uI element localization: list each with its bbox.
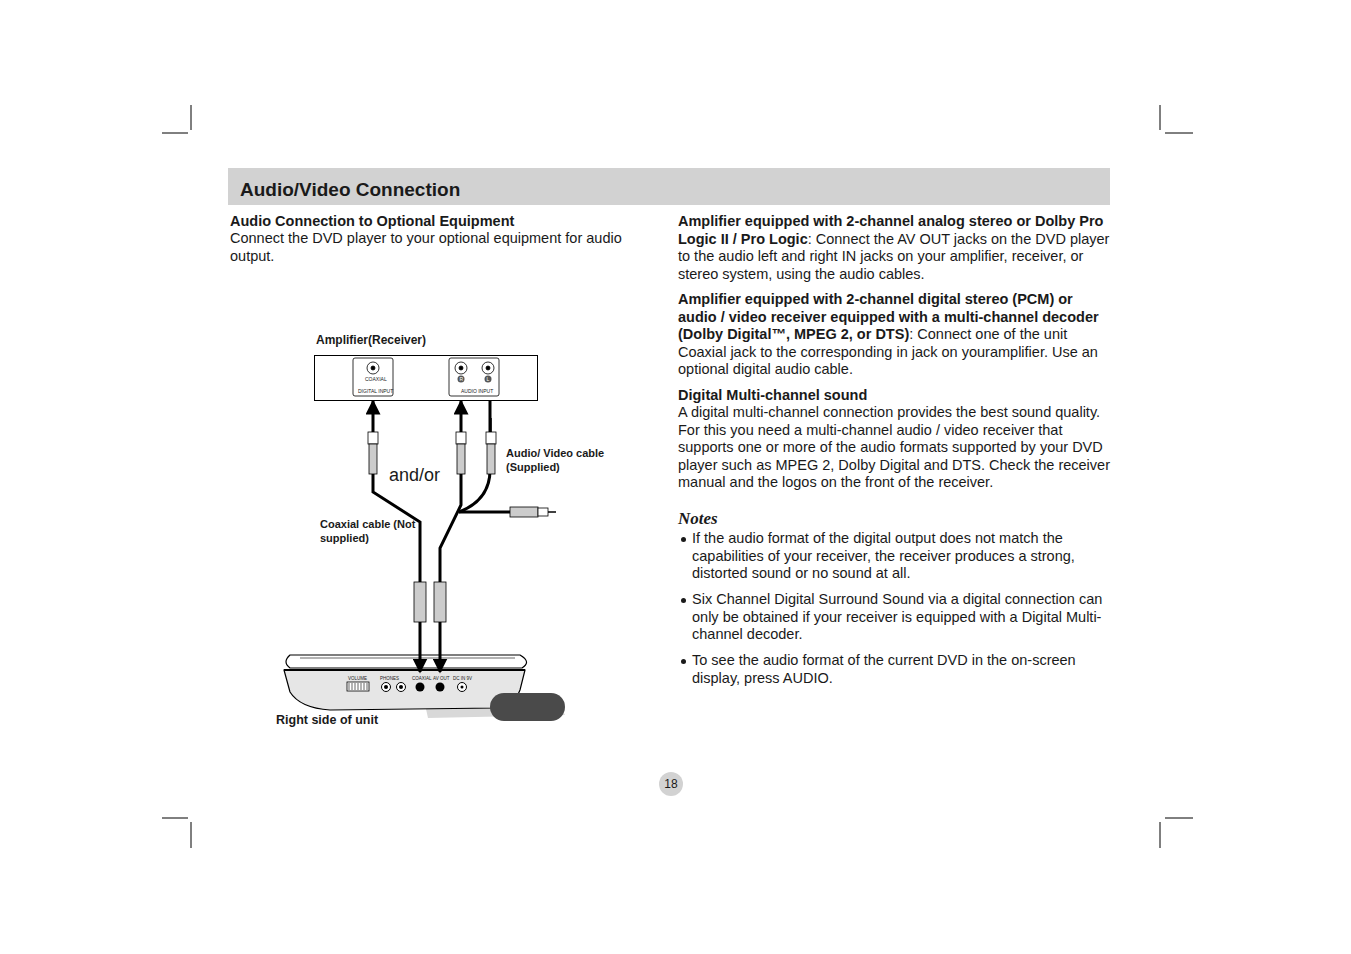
cable-label: Audio/ Video cable (Supplied) [506, 446, 616, 474]
dvd-unit-area: Right side of unit [276, 672, 566, 728]
body-text: Connect the DVD player to your optional … [230, 230, 630, 265]
amplifier-jacks [353, 358, 499, 396]
page-badge [659, 772, 683, 796]
jack-label: DC IN 9V [453, 676, 472, 681]
jack-label: L [487, 376, 490, 382]
jack-label: DIGITAL INPUT [358, 388, 393, 394]
node-heading: Amplifier(Receiver) [316, 332, 426, 348]
note-text: To see the audio format of the current D… [692, 652, 1110, 687]
bullet-dot [681, 598, 686, 603]
section-heading: Audio Connection to Optional Equipment [230, 213, 514, 231]
knurl-stroke [358, 683, 359, 690]
notes-heading: Notes [678, 508, 718, 530]
body-text: A digital multi-channel connection provi… [678, 404, 1110, 492]
knurl-stroke [349, 683, 350, 690]
knurl-stroke [352, 683, 353, 690]
node-heading: Right side of unit [276, 712, 378, 728]
title-bar [228, 168, 1110, 205]
page-number: 18 [659, 776, 683, 792]
jack-label: COAXIAL [365, 376, 387, 382]
knurl-stroke [355, 683, 356, 690]
knurl-stroke [361, 683, 362, 690]
dvd-unit [284, 655, 565, 721]
jack-label: COAXIAL [412, 676, 432, 681]
jack-label: R [460, 376, 464, 382]
section-heading: Digital Multi-channel sound [678, 387, 867, 405]
note-text: Six Channel Digital Surround Sound via a… [692, 591, 1110, 644]
crop-marks [162, 105, 1193, 848]
paragraph: Amplifier equipped with 2-channel digita… [678, 291, 1110, 379]
page-title: Audio/Video Connection [240, 178, 460, 202]
amplifier-box: Amplifier(Receiver) [314, 355, 538, 401]
paragraph: Amplifier equipped with 2-channel analog… [678, 213, 1110, 283]
jack-label: VOLUME [348, 676, 367, 681]
jack-label: AUDIO INPUT [461, 388, 493, 394]
jack-label: AV OUT [433, 676, 449, 681]
cable [373, 401, 420, 672]
knurl-stroke [367, 683, 368, 690]
cable-label: Coaxial cable (Not supplied) [320, 517, 430, 545]
av-cable-branches [459, 400, 510, 512]
note-text: If the audio format of the digital outpu… [692, 530, 1110, 583]
and-or-label: and/or [389, 464, 440, 486]
jack-label: PHONES [380, 676, 399, 681]
knurl-stroke [364, 683, 365, 690]
bullet-dot [681, 659, 686, 664]
bullet-dot [681, 537, 686, 542]
